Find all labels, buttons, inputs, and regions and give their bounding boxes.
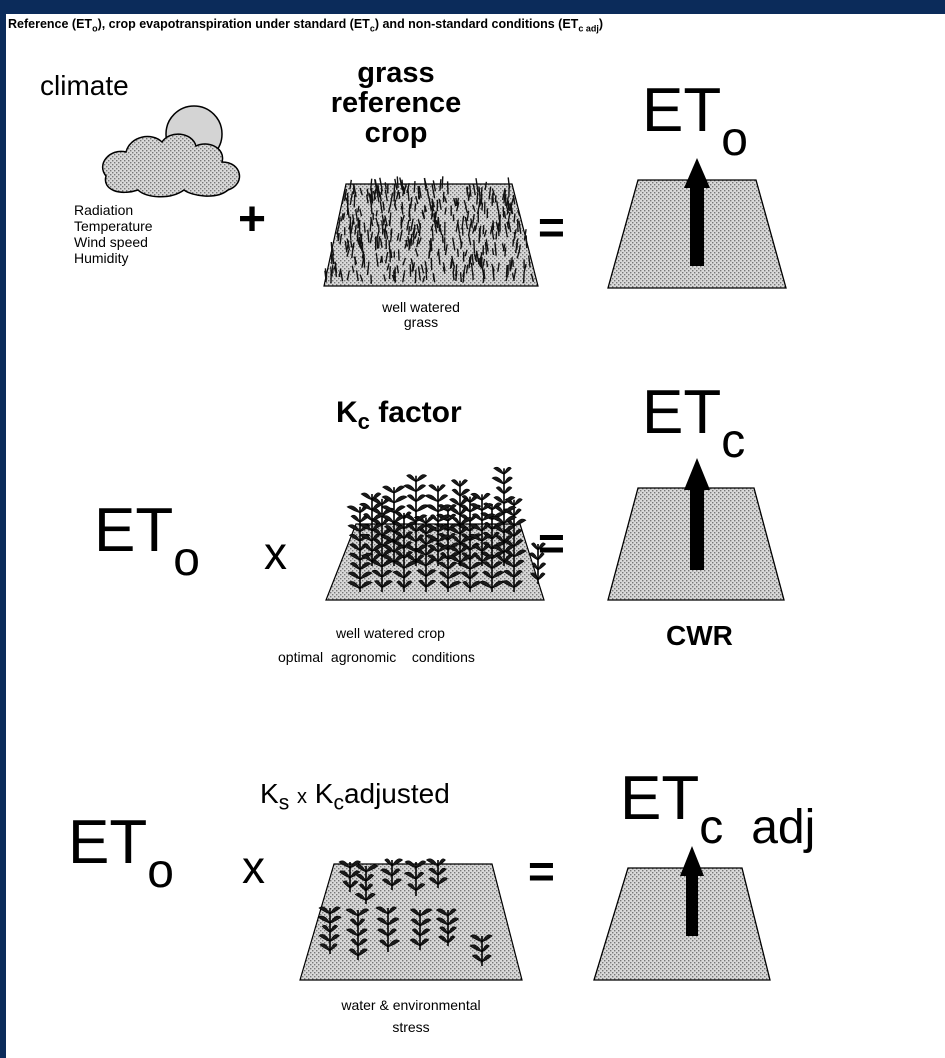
factor-temperature: Temperature xyxy=(74,218,153,234)
stress-caption: water & environmental stress xyxy=(306,994,516,1038)
climate-label: climate xyxy=(40,70,129,101)
kc-factor-title: Kc factor xyxy=(336,396,462,434)
eto-label-row1: ETo xyxy=(642,76,748,167)
grass-caption: well watered grass xyxy=(346,300,496,330)
figure-caption: Reference (ETo), crop evapotranspiration… xyxy=(8,17,603,34)
crop-caption-line2: optimal agronomic conditions xyxy=(278,649,475,665)
equals-sign-2: = xyxy=(538,517,565,569)
eto-label-row3: ETo xyxy=(68,808,174,899)
grass-caption-line2: grass xyxy=(403,314,439,330)
eto-field-icon xyxy=(607,158,787,289)
etc-label-row2: ETc xyxy=(642,378,746,469)
figure-page: Reference (ETo), crop evapotranspiration… xyxy=(6,14,945,1058)
ks-kc-adjusted-title: Ks x Kcadjusted xyxy=(260,778,450,815)
equals-sign-3: = xyxy=(528,845,555,897)
grass-title-line2: reference xyxy=(330,87,462,119)
stress-caption-line2: stress xyxy=(392,1019,430,1035)
equals-sign-1: = xyxy=(538,201,565,253)
etc-adj-field-icon xyxy=(593,846,771,981)
stress-caption-line1: water & environmental xyxy=(341,997,481,1013)
factor-radiation: Radiation xyxy=(74,202,134,218)
grass-reference-crop-title: grass reference crop xyxy=(306,58,486,148)
cwr-label: CWR xyxy=(666,620,733,651)
eto-label-row2: ETo xyxy=(94,496,200,587)
grass-caption-line1: well watered xyxy=(382,299,460,315)
plus-sign: + xyxy=(238,193,267,246)
factor-humidity: Humidity xyxy=(74,250,129,266)
sun-cloud-icon xyxy=(101,105,241,198)
factor-wind-speed: Wind speed xyxy=(74,234,148,250)
crop-field-icon xyxy=(325,466,547,601)
times-sign-row2: x xyxy=(264,527,287,579)
grass-field-icon xyxy=(323,176,539,287)
grass-title-line3: crop xyxy=(364,117,428,149)
stressed-crop-field-icon xyxy=(299,858,523,981)
grass-title-line1: grass xyxy=(357,57,435,89)
crop-caption-line1: well watered crop xyxy=(336,625,445,641)
times-sign-row3: x xyxy=(242,841,265,893)
etc-field-icon xyxy=(607,458,785,601)
